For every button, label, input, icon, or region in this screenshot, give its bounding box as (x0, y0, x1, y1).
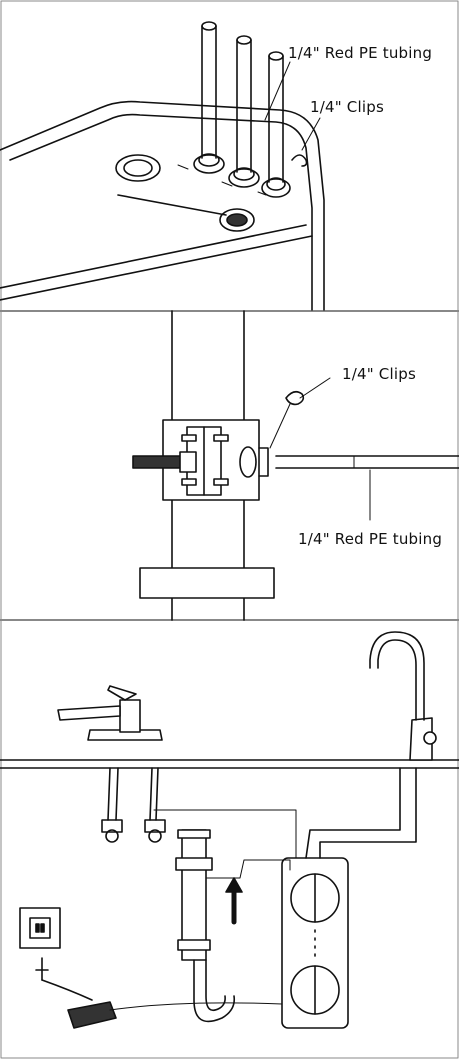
middle-clips-label: 1/4" Clips (342, 365, 416, 383)
drain-pipe-section (132, 310, 459, 621)
middle-tubing-label: 1/4" Red PE tubing (298, 530, 443, 548)
top-clips-label: 1/4" Clips (310, 98, 384, 116)
filter-top-unit (0, 21, 325, 311)
sink-installation (0, 631, 459, 1029)
top-tubing-label: 1/4" Red PE tubing (288, 44, 433, 62)
